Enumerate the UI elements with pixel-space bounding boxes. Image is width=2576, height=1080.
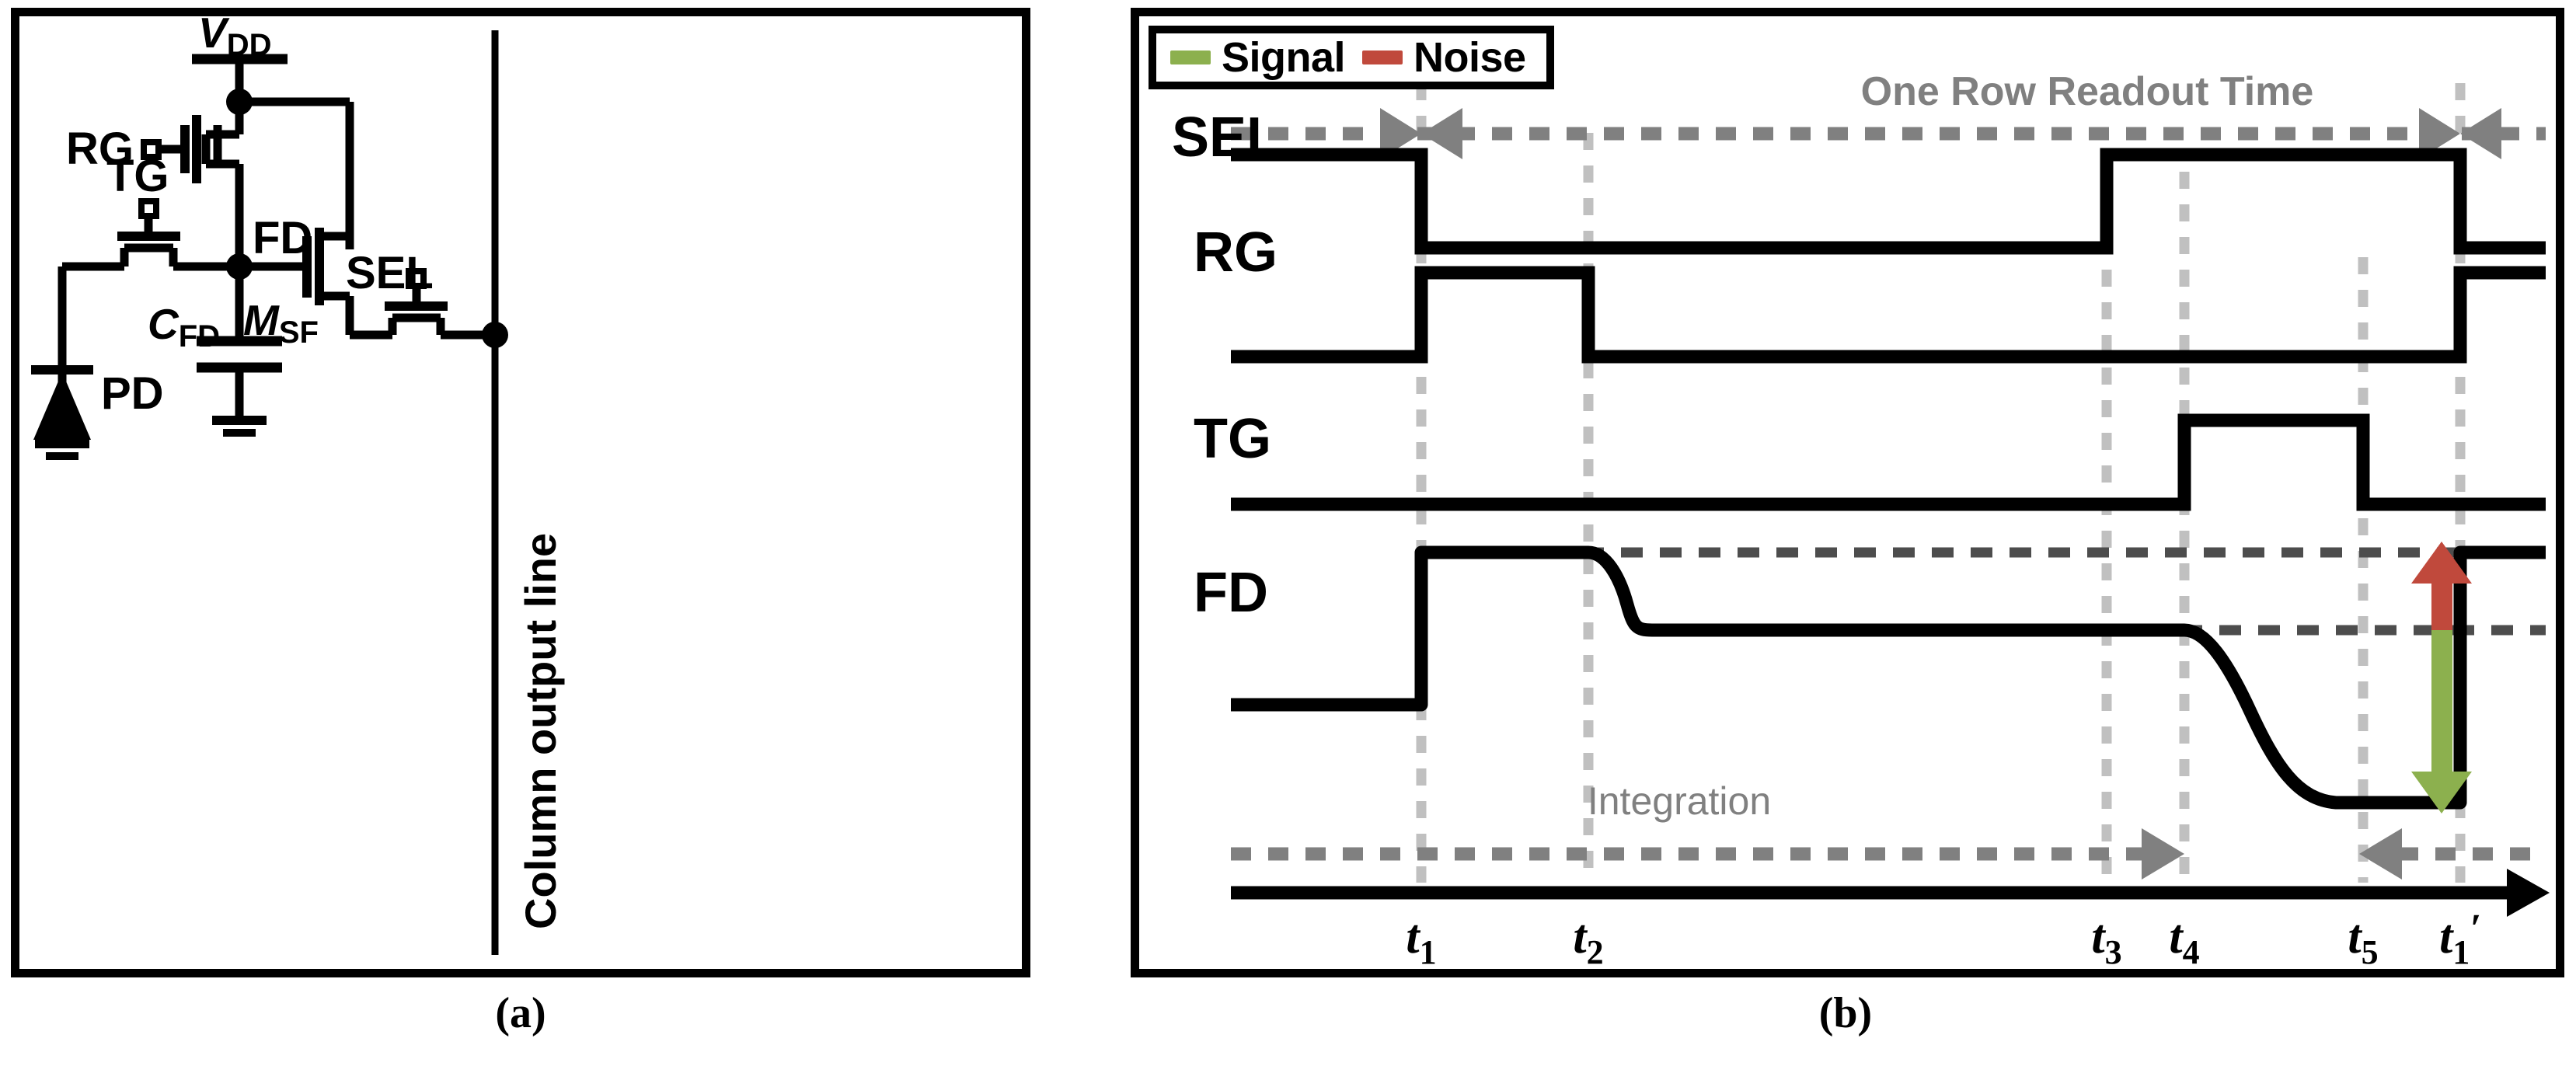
time-tick-label-t4: t4 — [2169, 911, 2199, 969]
msf-label: MSF — [243, 296, 319, 350]
signal-measurement-arrow — [2411, 630, 2472, 813]
panel-b-timing-diagram: Signal Noise One Row Readout Time — [1131, 8, 2564, 977]
fd-junction-dot — [226, 253, 253, 280]
waveform-label-tg: TG — [1194, 408, 1271, 470]
legend-swatch-noise-icon — [1362, 51, 1403, 64]
photodiode-triangle — [33, 372, 91, 440]
tg-gate-terminal-square — [138, 198, 159, 219]
one-row-readout-time-arrow — [1231, 108, 2546, 159]
signal-arrow-shaft — [2431, 630, 2452, 778]
one-row-readout-time-label: One Row Readout Time — [1861, 69, 2314, 114]
legend-entry-noise: Noise — [1362, 37, 1526, 78]
tg-label: TG — [106, 151, 169, 201]
conversion-arrow — [2359, 828, 2546, 880]
time-axis-arrowhead-icon — [2507, 869, 2550, 917]
sel-label: SEL — [346, 248, 434, 298]
integration-arrow — [1231, 828, 2184, 880]
time-marker-guides — [1416, 83, 2466, 883]
legend-label-signal: Signal — [1222, 34, 1346, 81]
time-tick-label-t2: t2 — [1573, 911, 1603, 969]
waveform-fd — [1231, 545, 2546, 810]
vdd-label: VDD — [198, 16, 271, 62]
column-output-junction-dot — [482, 322, 508, 348]
column-output-line-label: Column output line — [516, 533, 565, 929]
legend-label-noise: Noise — [1413, 34, 1526, 81]
panel-a-circuit-schematic: VDD RG TG FD CFD MSF SEL PD Column outpu… — [11, 8, 1030, 977]
readout-arrowhead-right-right — [2419, 108, 2460, 159]
sel-gate-terminal-square — [406, 268, 427, 289]
conversion-arrowhead-left — [2359, 828, 2402, 880]
legend-entry-signal: Signal — [1170, 34, 1346, 81]
timing-legend: Signal Noise — [1149, 26, 1554, 89]
panel-a-caption: (a) — [495, 989, 546, 1037]
waveform-sel — [1231, 148, 2546, 255]
rg-label: RG — [66, 124, 134, 174]
panel-b-caption: (b) — [1818, 989, 1873, 1037]
signal-arrow-head-icon — [2411, 772, 2472, 813]
legend-swatch-signal-icon — [1170, 51, 1211, 64]
noise-arrow-head-icon — [2411, 542, 2472, 584]
rg-gate-terminal-square — [141, 139, 162, 160]
waveform-tg — [1231, 413, 2546, 511]
noise-measurement-arrow — [2411, 542, 2472, 632]
time-tick-labels: t1 t2 t3 t4 t5 t1′ — [1406, 907, 2481, 969]
waveform-label-fd: FD — [1194, 562, 1268, 624]
readout-arrowhead-left-left — [1421, 108, 1462, 159]
timing-diagram-svg: One Row Readout Time SEL RG TG FD — [1172, 69, 2550, 969]
vdd-junction-dot — [226, 89, 253, 115]
time-tick-label-t5: t5 — [2348, 911, 2378, 969]
time-tick-label-t1: t1 — [1406, 911, 1436, 969]
time-tick-label-t1-prime: t1′ — [2439, 907, 2481, 969]
fd-label: FD — [253, 213, 312, 263]
circuit-schematic-svg: VDD RG TG FD CFD MSF SEL PD Column outpu… — [31, 16, 565, 955]
integration-label: Integration — [1588, 779, 1771, 823]
readout-arrowhead-right-left — [2460, 108, 2501, 159]
pd-label: PD — [101, 368, 164, 419]
time-axis — [1231, 869, 2550, 917]
integration-arrowhead-right — [2142, 828, 2184, 880]
readout-arrowhead-left-right — [1380, 108, 1421, 159]
time-tick-label-t3: t3 — [2091, 911, 2121, 969]
cfd-label: CFD — [148, 300, 220, 354]
waveform-label-rg: RG — [1194, 221, 1278, 284]
waveform-rg — [1231, 266, 2546, 364]
